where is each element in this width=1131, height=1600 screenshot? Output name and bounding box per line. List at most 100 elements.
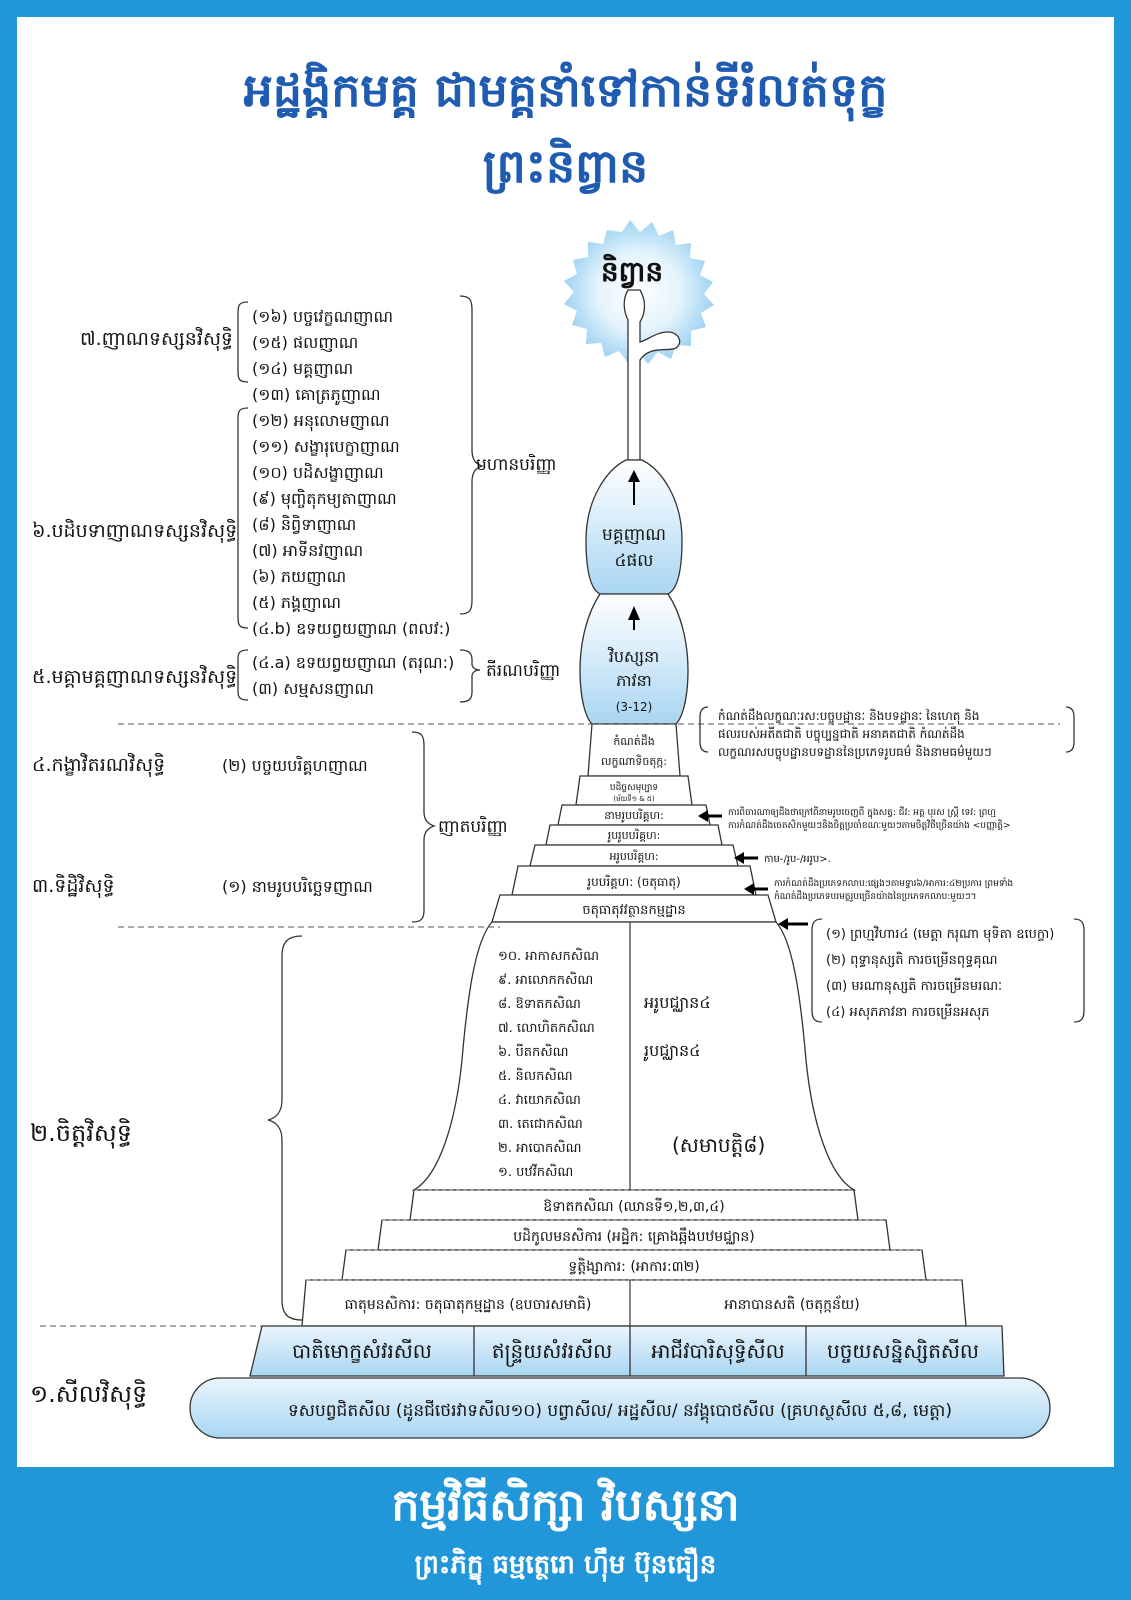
arrow-left-icon — [698, 810, 708, 822]
kasina-list: ១០. អាកាសកសិណ ៩. អាលោកកសិណ ៨. ឱទាតកសិណ ៧… — [498, 947, 599, 1180]
protective-meditations: (១) ព្រហ្មវិហារ៤ (មេត្តា ករុណា មុទិតា ឧប… — [826, 925, 1054, 1021]
tier-lakkhana-line1: កំណត់ដឹង — [613, 734, 654, 748]
nana-2: (២) បច្ចយបរិគ្គហញាណ — [222, 755, 368, 775]
row-dhatu-manasikara: ធាតុមនសិការ: ចតុធាតុកម្មដ្ឋាន (ឧបចារសមាធ… — [345, 1295, 592, 1314]
row-patikula: បដិកូលមនសិការ (អដ្ឋិក: គ្រោងឆ្អឹងបឋមជ្ឈា… — [513, 1227, 755, 1246]
nana-item: (៦) ភយញាណ — [252, 567, 346, 586]
sila-patimokkha: បាតិមោក្ខសំវរសីល — [292, 1338, 432, 1363]
note-lakkhana-line2: ផលរបស់អតីតជាតិ បច្ចុប្បន្នជាតិ អនាគតជាតិ… — [718, 726, 965, 744]
kasina-item: ១០. អាកាសកសិណ — [498, 947, 599, 964]
sila-ajiva: អាជីវបារិសុទ្ធិសីល — [651, 1338, 784, 1365]
stage-2-label: ២.ចិត្តវិសុទ្ធិ — [30, 1118, 132, 1149]
nana-item: (៩) មុញ្ចិតុកម្យតាញាណ — [252, 488, 397, 510]
note-namarupa-line2: ការកំណត់ដឹងចេតសិកមួយៗនិងចិត្តប្រចាំខណៈមួ… — [728, 819, 1011, 831]
row-odata-kasina: ឱទាតកសិណ (ឈានទី១,២,៣,៤) — [543, 1197, 725, 1215]
nana-item: (១៥) ផលញាណ — [252, 333, 358, 352]
kasina-item: ១. បឋវីកសិណ — [498, 1163, 573, 1180]
nana-item: (៧) អាទីនវញាណ — [252, 540, 363, 560]
tower-tiers — [491, 723, 777, 923]
stage-6-label: ៦.បដិបទាញាណទស្សនវិសុទ្ធិ — [32, 518, 237, 544]
vipassana-range: (3-12) — [616, 700, 653, 714]
nana-item: (៣) សម្មសនញាណ — [252, 679, 374, 698]
sila-row — [249, 1325, 1005, 1377]
nana-item: (១៤) មគ្គញាណ — [252, 359, 353, 378]
note-kama: កាម-/រូប-/អរូប>. — [764, 854, 831, 866]
note-lakkhana-line1: កំណត់ដឹងលក្ខណៈរស:បច្ចុបដ្ឋានៈ និងបទដ្ឋាន… — [718, 708, 979, 726]
arrow-left-icon — [778, 918, 788, 930]
nana-item: (១៣) គោត្រភូញាណ — [252, 385, 381, 406]
kasina-item: ៦. បីតកសិណ — [498, 1043, 568, 1060]
tier-arupa: អរូបបរិគ្គហ: — [609, 849, 658, 864]
nana-item: (៤.b) ឧទយព្វយញាណ (ពលវ:) — [252, 619, 450, 638]
tier-rupa: រូបបរិគ្គហ: (ចតុធាតុ) — [586, 874, 681, 890]
row-dvattimsakara: ទ្វត្តិង្សាការ: (អាការ:៣២) — [568, 1257, 699, 1275]
protection-item: (១) ព្រហ្មវិហារ៤ (មេត្តា ករុណា មុទិតា ឧប… — [826, 925, 1054, 943]
arrow-left-icon — [744, 883, 754, 895]
stage-separators — [40, 723, 1060, 1327]
note-namarupa-line1: ការពិចារណាឲ្យដឹងថាក្រៅពីនាមរូបចេញពី ក្នុ… — [728, 806, 996, 819]
stage-1-label: ១.សីលវិសុទ្ធិ — [30, 1379, 147, 1410]
note-lakkhana-line3: លក្ខណរសបច្ចុបដ្ឋានបទដ្ឋាននៃប្រភេទរូបធម៌ … — [718, 744, 992, 762]
nana-list: (១៦) បច្ចវេក្ខណញាណ (១៥) ផលញាណ (១៤) មគ្គញ… — [252, 307, 454, 698]
base-rows — [301, 1189, 967, 1327]
kasina-item: ៨. ឱទាតកសិណ — [498, 995, 581, 1012]
protection-item: (៣) មរណានុស្សតិ ការចម្រើនមរណៈ — [826, 977, 1002, 995]
base-sila-text: ទសបព្វជិតសីល (ដូនជីថេរវាទសីល១០) បព្វាសីល… — [288, 1399, 952, 1424]
nata-parinna-label: ញាតបរិញ្ញា — [438, 815, 508, 837]
kasina-item: ៧. លោហិតកសិណ — [498, 1019, 595, 1036]
row-anapanasati: អានាបានសតិ (ចតុក្កន័យ) — [724, 1295, 859, 1314]
footer-author: ព្រះភិក្ខុ ធម្មត្ថេរោ ហ៊ឹម ប៊ុនធឿន — [414, 1550, 717, 1580]
phala-label: ៤ផល — [614, 551, 653, 571]
arrow-up-icon — [628, 606, 640, 620]
tier-ruparupa: រូបរូបបរិគ្គហ: — [607, 828, 660, 843]
kasina-item: ៥. និលកសិណ — [498, 1067, 573, 1084]
kasina-item: ៤. វាយោកសិណ — [498, 1091, 581, 1108]
stage-7-label: ៧.ញាណទស្សនវិសុទ្ធិ — [80, 326, 233, 352]
tier-namarupa: នាមរូបបរិគ្គហ: — [604, 808, 664, 823]
stage-4-label: ៤.កង្ខាវិតរណវិសុទ្ធិ — [32, 752, 165, 778]
stage-3-label: ៣.ទិដ្ឋិវិសុទ្ធិ — [32, 873, 115, 899]
base-sila-pill — [189, 1377, 1051, 1439]
arrow-up-icon — [628, 470, 640, 482]
brackets — [237, 295, 1085, 1321]
nana-item: (៨) និព្វិទាញាណ — [252, 514, 356, 534]
bhavana-label: ភាវនា — [616, 671, 652, 690]
kasina-item: ៩. អាលោកកសិណ — [498, 971, 593, 988]
tier-lakkhana-line2: លក្ខណាទិចតុក្ក: — [601, 754, 667, 769]
nana-item: (៥) ភង្គញាណ — [252, 593, 341, 612]
nana-item: (១១) សង្ខារុបេក្ខាញាណ — [252, 437, 400, 458]
stage-5-label: ៥.មគ្គាមគ្គញាណទស្សនវិសុទ្ធិ — [32, 664, 237, 690]
arupa-jhana-label: អរូបជ្ឈាន៤ — [644, 993, 711, 1014]
samatha-bell — [411, 921, 857, 1191]
kasina-item: ២. អាបោកសិណ — [498, 1139, 581, 1156]
spire-top — [623, 289, 681, 461]
magga-label: មគ្គញាណ — [602, 525, 666, 545]
protection-item: (២) ពុទ្ធានុស្សតិ ការចម្រើនពុទ្ធគុណ — [826, 951, 998, 969]
pahana-parinna-label: បហានបរិញ្ញា — [476, 453, 557, 475]
vipassana-label: វិបស្សនា — [607, 646, 659, 666]
note-kalapa-line2: កំណត់ដឹងប្រភេទបរមត្ថរូបច្រើនយ៉ាងនៃប្រភេទ… — [774, 890, 976, 902]
tier-paticca-line1: បដិច្ចសមុប្បាទ — [610, 781, 658, 793]
tier-paticca-line2: (ម័យទី១ & ៥) — [613, 794, 654, 803]
page-title-line2: ព្រះនិព្វាន — [482, 139, 649, 193]
nibbana-label: និព្វាន — [601, 253, 663, 289]
sila-indriya: ឥន្ទ្រិយសំវរសីល — [492, 1338, 612, 1367]
nana-item: (១៦) បច្ចវេក្ខណញាណ — [252, 307, 393, 326]
kasina-item: ៣. តេជោកសិណ — [498, 1115, 583, 1132]
note-arrows — [706, 814, 808, 926]
note-kalapa-line1: ការកំណត់ដឹងប្រភេទកលាប:ផ្សេងៗតាមទ្វារ៦/អា… — [774, 877, 1013, 889]
tier-catudhatu: ចតុធាតុវវត្ថានកម្មដ្ឋាន — [582, 903, 685, 919]
rupa-jhana-label: រូបជ្ឈាន៤ — [643, 1041, 700, 1062]
nana-item: (១២) អនុលោមញាណ — [252, 411, 390, 432]
sila-paccaya: បច្ចយសន្និស្សិតសីល — [827, 1338, 979, 1363]
samapatti-label: (សមាបត្តិ៨) — [672, 1132, 765, 1157]
page-title-line1: អដ្ឋង្គិកមគ្គ ជាមគ្គនាំទៅកាន់ទីរំលត់ទុក្… — [243, 63, 888, 117]
arrow-left-icon — [734, 852, 744, 864]
tirana-parinna-label: តីរណបរិញ្ញា — [486, 659, 560, 681]
nana-1: (១) នាមរូបបរិច្ឆេទញាណ — [222, 876, 373, 898]
protection-item: (៤) អសុភភាវនា ការចម្រើនអសុភ — [826, 1003, 990, 1021]
nana-item: (១០) បដិសង្ខាញាណ — [252, 462, 384, 482]
nana-item: (៤.a) ឧទយព្វយញាណ (តរុណ:) — [252, 653, 454, 674]
footer-program-title: កម្មវិធីសិក្សា វិបស្សនា — [391, 1480, 740, 1531]
